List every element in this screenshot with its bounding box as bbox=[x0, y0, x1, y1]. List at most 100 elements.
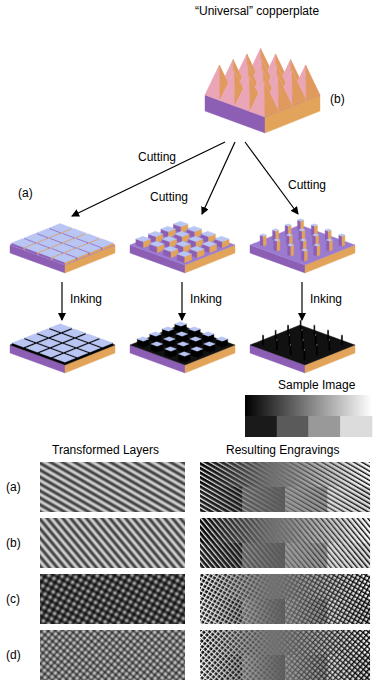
block-top bbox=[299, 229, 305, 231]
block-top bbox=[53, 254, 76, 263]
block-side bbox=[328, 330, 330, 340]
block-top bbox=[311, 224, 317, 226]
block-side bbox=[314, 325, 316, 335]
block-top bbox=[326, 239, 332, 241]
row-letter: (d) bbox=[6, 648, 21, 662]
block-top bbox=[303, 339, 304, 340]
engraving-lines bbox=[200, 518, 370, 568]
block-top bbox=[274, 239, 280, 241]
block-side bbox=[288, 335, 290, 345]
block-top bbox=[176, 332, 188, 336]
block-side bbox=[315, 335, 317, 345]
sample-image bbox=[340, 416, 372, 437]
block-side bbox=[289, 335, 291, 345]
transformed-layer bbox=[40, 630, 185, 680]
block-top bbox=[204, 342, 216, 346]
step-label: Inking bbox=[190, 292, 222, 306]
process-arrow bbox=[72, 142, 225, 216]
peak-face bbox=[278, 76, 292, 112]
block-top bbox=[162, 327, 174, 331]
block-top bbox=[151, 342, 163, 346]
block-top bbox=[175, 322, 187, 326]
peak-face bbox=[220, 71, 235, 107]
block-top bbox=[300, 239, 306, 241]
peak-face bbox=[205, 65, 220, 101]
engraving-lines bbox=[200, 630, 370, 680]
block-top bbox=[189, 327, 201, 331]
sample-image bbox=[245, 416, 277, 437]
block-side bbox=[301, 250, 304, 261]
engraving-lines bbox=[200, 630, 370, 680]
block-top bbox=[285, 224, 291, 226]
block-top bbox=[136, 236, 151, 242]
block-side bbox=[290, 345, 292, 355]
block-side bbox=[303, 340, 305, 350]
peak-face bbox=[235, 76, 250, 112]
row-letter: (c) bbox=[6, 592, 20, 606]
block-top bbox=[315, 334, 316, 335]
block-side bbox=[288, 245, 291, 256]
peak-face bbox=[306, 65, 320, 101]
block-side bbox=[341, 335, 343, 345]
block-top bbox=[286, 234, 292, 236]
block-top bbox=[328, 329, 329, 330]
block-top bbox=[191, 347, 203, 351]
plate-top bbox=[130, 225, 235, 265]
block-side bbox=[329, 340, 331, 350]
process-arrow bbox=[202, 142, 235, 214]
block-top bbox=[341, 334, 342, 335]
column-title: Resulting Engravings bbox=[226, 443, 339, 457]
block-side bbox=[277, 240, 280, 251]
block-top bbox=[201, 231, 216, 237]
block-top bbox=[314, 244, 320, 246]
engraving-lines bbox=[200, 630, 370, 680]
block-side bbox=[291, 245, 294, 256]
block-top bbox=[304, 349, 305, 350]
block-side bbox=[274, 240, 277, 251]
block-top bbox=[216, 337, 228, 341]
transformed-layer bbox=[40, 462, 185, 512]
block-top bbox=[301, 249, 307, 251]
transformed-layer bbox=[40, 574, 185, 624]
block-side bbox=[262, 335, 264, 345]
transformed-layer bbox=[40, 630, 185, 680]
block-top bbox=[202, 241, 217, 247]
sample-image bbox=[245, 395, 372, 416]
peak-face bbox=[250, 82, 265, 118]
engraving-lines bbox=[200, 574, 370, 624]
engraving-lines bbox=[200, 574, 370, 624]
block-side bbox=[301, 330, 303, 340]
block-top bbox=[263, 334, 264, 335]
block-top bbox=[161, 226, 176, 232]
block-top bbox=[202, 332, 214, 336]
block-side bbox=[301, 330, 303, 340]
row-letter: (b) bbox=[6, 536, 21, 550]
engraving-lines bbox=[200, 574, 370, 624]
block-side bbox=[317, 245, 320, 256]
transformed-layer bbox=[40, 518, 185, 568]
block-side bbox=[276, 340, 278, 350]
block-top bbox=[148, 231, 163, 237]
block-top bbox=[260, 234, 266, 236]
block-side bbox=[328, 340, 330, 350]
block-side bbox=[303, 350, 305, 360]
block-side bbox=[326, 240, 329, 251]
engraving-lines bbox=[200, 630, 370, 680]
step-label: Cutting bbox=[288, 178, 326, 192]
transformed-layer bbox=[40, 574, 185, 624]
process-arrow bbox=[301, 282, 302, 320]
block-side bbox=[263, 335, 265, 345]
block-side bbox=[339, 235, 342, 246]
block-top bbox=[175, 231, 190, 237]
block-top bbox=[313, 234, 319, 236]
block-top bbox=[165, 347, 177, 351]
block-top bbox=[150, 241, 165, 247]
block-top bbox=[314, 324, 315, 325]
process-arrow bbox=[181, 282, 182, 320]
engraving-lines bbox=[200, 518, 370, 568]
block-side bbox=[305, 250, 308, 261]
process-arrow bbox=[61, 282, 62, 320]
plate-top bbox=[250, 225, 355, 265]
block-top bbox=[325, 229, 331, 231]
step-label: Cutting bbox=[150, 190, 188, 204]
